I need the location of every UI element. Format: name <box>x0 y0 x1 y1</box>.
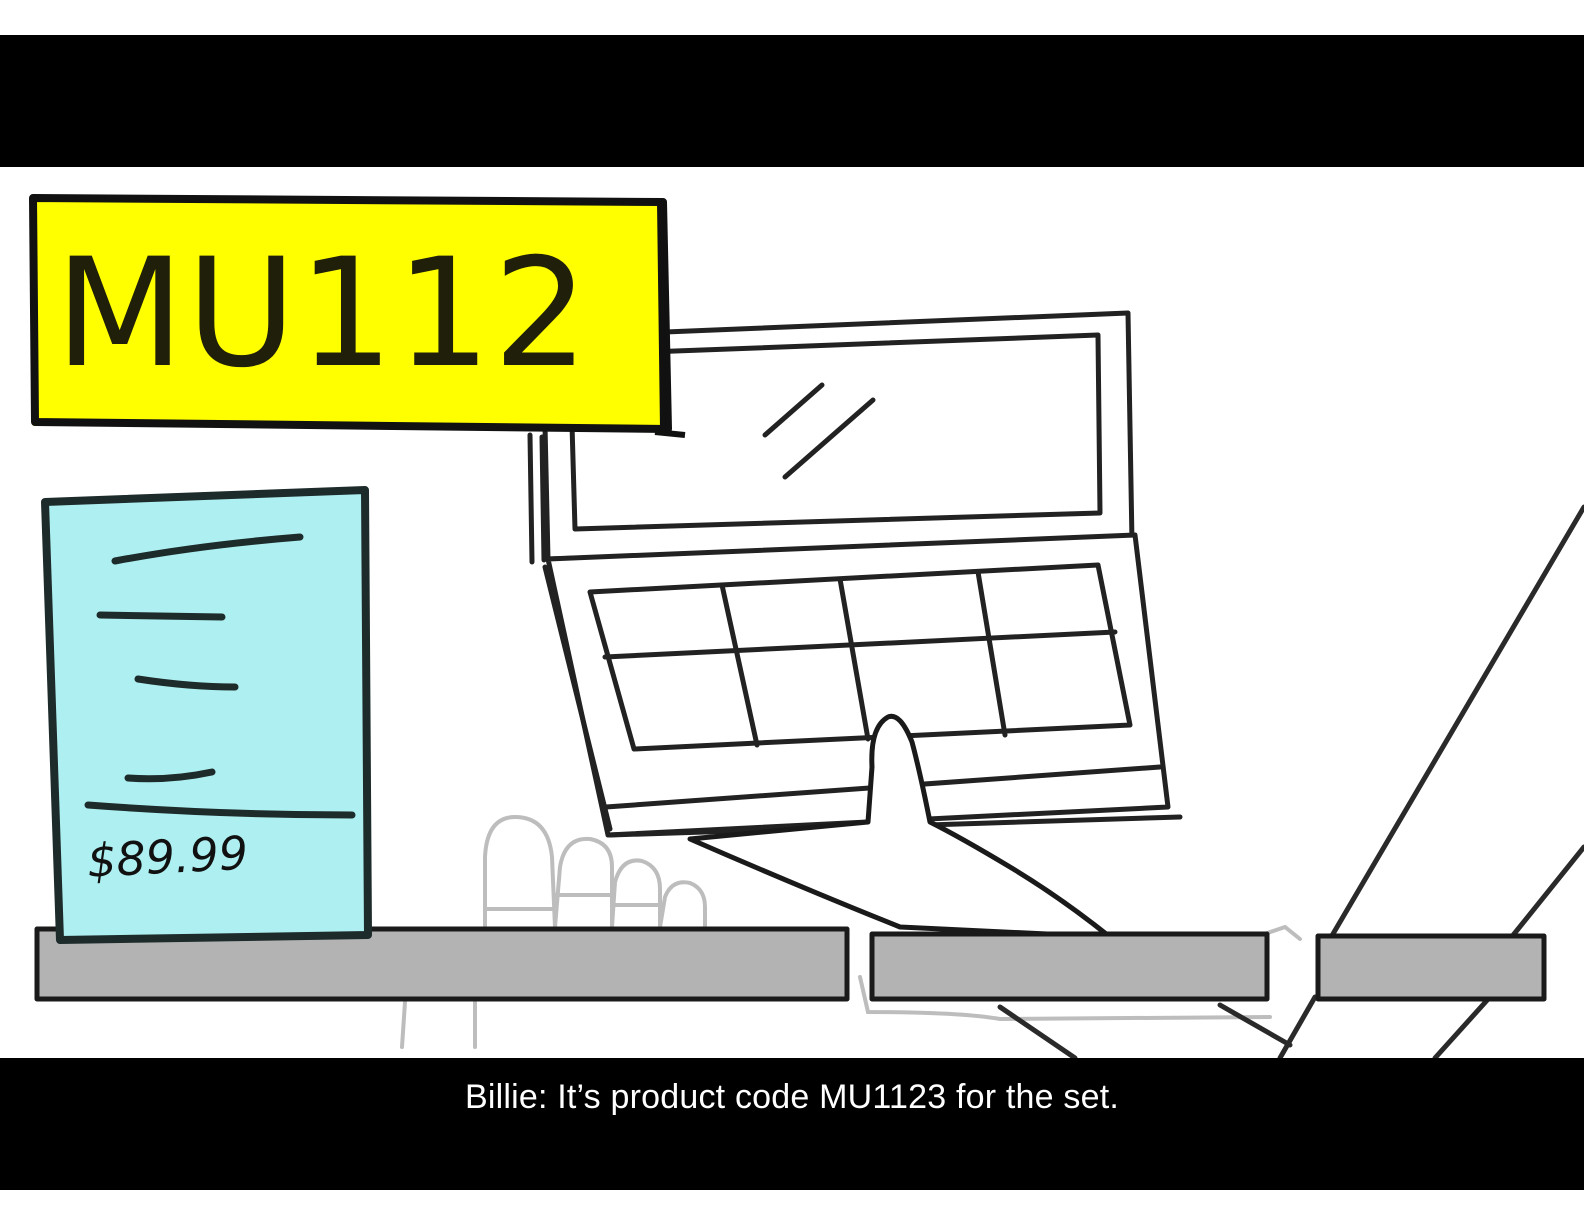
hand-pressing-key <box>687 713 1113 940</box>
product-box: $89.99 <box>41 486 372 944</box>
scene-drawing: $89.99 MU112 <box>29 194 1584 1058</box>
sign-background <box>33 198 663 426</box>
shelf-board-right <box>1315 933 1547 1002</box>
payment-terminal <box>527 310 1183 838</box>
product-box-text-lines <box>84 533 356 819</box>
letterbox-top-bar <box>0 35 1584 167</box>
product-code-sign: MU112 <box>29 194 686 438</box>
shelf-board-middle <box>869 931 1270 1002</box>
sign-label: MU112 <box>55 227 591 401</box>
storyboard-scene: $89.99 MU112 <box>0 167 1584 1058</box>
caption-bar: Billie: It’s product code MU1123 for the… <box>0 1058 1584 1190</box>
caption-text: Billie: It’s product code MU1123 for the… <box>464 1078 1120 1116</box>
background-diagonal-lines <box>997 504 1584 1058</box>
price-tag: $89.99 <box>86 826 250 888</box>
